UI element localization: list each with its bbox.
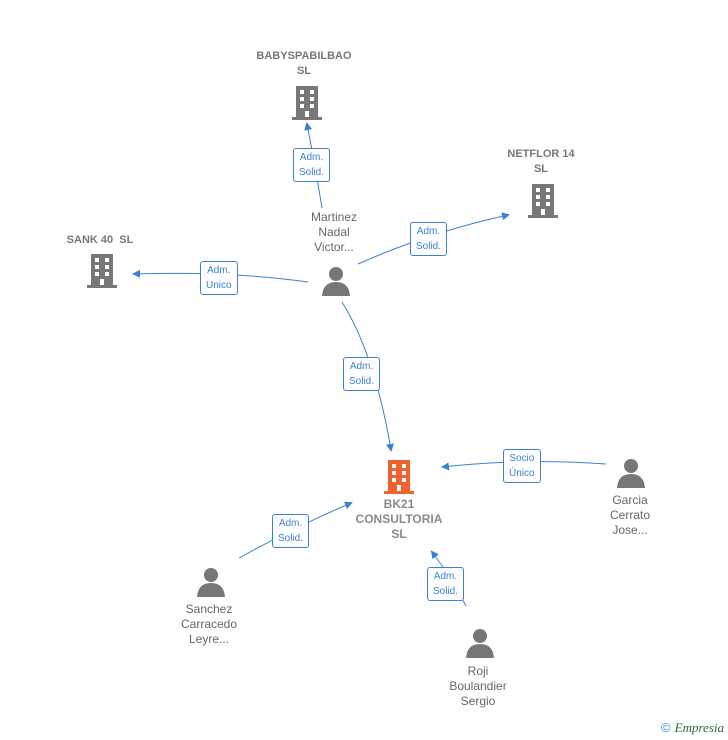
person-name-line: Jose... xyxy=(612,523,648,537)
person-label-martinez[interactable]: Martinez Nadal Victor... xyxy=(284,210,384,255)
person-name-line: Martinez xyxy=(310,210,357,224)
person-name-line: Garcia xyxy=(612,493,648,507)
company-name-line: SL xyxy=(391,527,407,541)
person-icon-martinez[interactable] xyxy=(321,266,351,296)
person-label-sanchez[interactable]: Sanchez Carracedo Leyre... xyxy=(159,602,259,647)
edge-label-martinez-sank[interactable]: Adm. Unico xyxy=(200,261,238,295)
edge-role-line: Solid. xyxy=(416,241,442,252)
person-icon-roji[interactable] xyxy=(465,628,495,658)
person-icon-sanchez[interactable] xyxy=(196,567,226,597)
edge-role-line: Adm. xyxy=(299,152,324,163)
person-name-line: Sergio xyxy=(460,694,496,708)
person-icon-garcia[interactable] xyxy=(616,458,646,488)
person-name-line: Victor... xyxy=(314,240,354,254)
footer-brand: ©Empresia xyxy=(661,720,724,736)
edge-role-line: Solid. xyxy=(433,586,459,597)
edge-label-martinez-netflor[interactable]: Adm. Solid. xyxy=(410,222,448,256)
person-name-line: Roji xyxy=(467,664,489,678)
company-name-line: CONSULTORIA xyxy=(355,512,443,526)
building-icon-main[interactable] xyxy=(382,458,416,494)
edge-label-garcia-main[interactable]: Socio Único xyxy=(503,449,541,483)
edge-label-roji-main[interactable]: Adm. Solid. xyxy=(427,567,465,601)
company-name-line: BK21 xyxy=(383,497,415,511)
company-label-babyspa[interactable]: BABYSPABILBAO SL xyxy=(244,49,364,79)
brand-logo: Empresia xyxy=(674,720,724,735)
edge-label-martinez-main[interactable]: Adm. Solid. xyxy=(343,357,381,391)
person-name-line: Nadal xyxy=(318,225,350,239)
person-name-line: Carracedo xyxy=(180,617,238,631)
building-icon-netflor[interactable] xyxy=(526,182,560,218)
company-label-netflor[interactable]: NETFLOR 14 SL xyxy=(491,147,591,177)
edge-role-line: Solid. xyxy=(349,376,375,387)
building-icon-sank[interactable] xyxy=(85,252,119,288)
company-name-line: BABYSPABILBAO xyxy=(256,50,352,62)
company-name-line: SL xyxy=(533,163,549,175)
person-name-line: Leyre... xyxy=(188,632,230,646)
edge-role-line: Solid. xyxy=(278,533,304,544)
company-label-main[interactable]: BK21 CONSULTORIA SL xyxy=(339,497,459,542)
edge-role-line: Adm. xyxy=(416,226,441,237)
company-name-line: SL xyxy=(296,65,312,77)
edge-role-line: Adm. xyxy=(433,571,458,582)
edge-role-line: Socio xyxy=(509,453,535,464)
edge-role-line: Solid. xyxy=(299,167,325,178)
person-name-line: Sanchez xyxy=(185,602,233,616)
company-name-line: SANK 40 SL xyxy=(66,234,134,246)
person-label-garcia[interactable]: Garcia Cerrato Jose... xyxy=(580,493,680,538)
copyright-icon: © xyxy=(661,720,671,735)
edge-label-sanchez-main[interactable]: Adm. Solid. xyxy=(272,514,310,548)
person-name-line: Cerrato xyxy=(609,508,650,522)
edge-role-line: Adm. xyxy=(349,361,374,372)
edge-label-martinez-babyspa[interactable]: Adm. Solid. xyxy=(293,148,331,182)
person-label-roji[interactable]: Roji Boulandier Sergio xyxy=(428,664,528,709)
company-name-line: NETFLOR 14 xyxy=(507,148,575,160)
person-name-line: Boulandier xyxy=(449,679,507,693)
building-icon-babyspa[interactable] xyxy=(290,84,324,120)
edge-role-line: Adm. xyxy=(207,265,231,276)
company-label-sank[interactable]: SANK 40 SL xyxy=(50,233,150,248)
edge-role-line: Adm. xyxy=(278,518,303,529)
edge-role-line: Único xyxy=(509,468,535,479)
edge-role-line: Unico xyxy=(206,280,232,291)
